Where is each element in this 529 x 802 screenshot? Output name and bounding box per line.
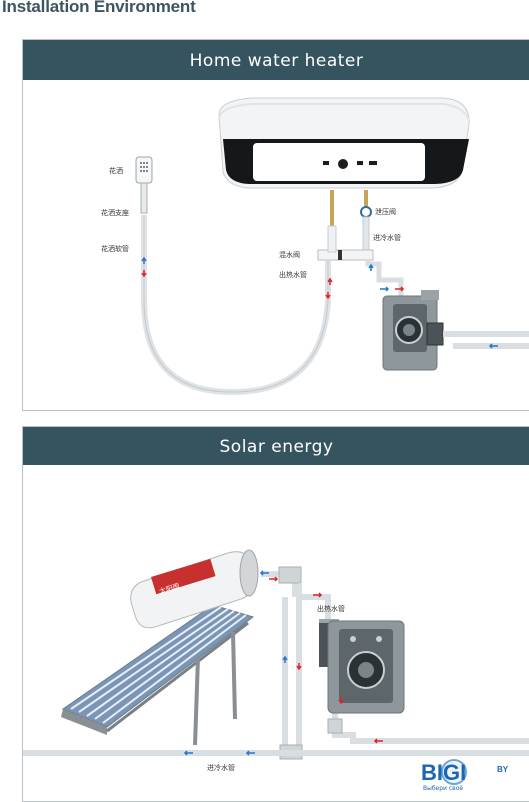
label-pressure-relief-valve: 泄压阀 (375, 207, 396, 216)
flow-arrows-2 (183, 570, 383, 756)
brand-tagline: Выбери своё (423, 785, 463, 792)
label-hot-water-outlet: 出热水管 (279, 270, 307, 279)
section-header-home-water-heater: Home water heater (23, 40, 529, 80)
heater-pipes (317, 190, 404, 302)
shower-hose (141, 215, 331, 396)
solar-energy-diagram: 太阳雨 (23, 549, 529, 772)
home-water-heater-section: Home water heater (22, 39, 529, 411)
page-title: Installation Environment (2, 0, 196, 16)
flow-arrows-1 (141, 256, 498, 349)
label-solar-cold-water-inlet: 进冷水管 (207, 763, 235, 772)
solar-heater-illustration: 太阳雨 (61, 549, 259, 746)
shower-head-illustration (135, 156, 153, 214)
label-shower-holder: 花洒支座 (101, 208, 129, 217)
brand-logo-text: BIGI (421, 760, 466, 785)
label-cold-water-inlet: 进冷水管 (373, 233, 401, 242)
section-header-solar-energy: Solar energy (23, 427, 529, 465)
label-solar-hot-water-outlet: 出热水管 (317, 604, 345, 613)
label-mixing-valve: 混水阀 (279, 250, 300, 259)
label-shower: 花洒 (109, 166, 123, 175)
pump-illustration-1 (382, 290, 529, 371)
label-shower-hose: 花洒软管 (101, 244, 129, 253)
water-heater-illustration (218, 97, 470, 189)
solar-energy-section: Solar energy 太阳雨 (22, 426, 529, 802)
solar-pipes (23, 566, 529, 760)
brand-logo-suffix: BY (497, 765, 509, 774)
pump-illustration-2 (319, 619, 405, 714)
home-water-heater-diagram: 花洒 花洒支座 花洒软管 混水阀 出热水管 泄压阀 进冷水管 (101, 97, 529, 396)
brand-logo: BIGI BY Выбери своё (421, 758, 525, 794)
